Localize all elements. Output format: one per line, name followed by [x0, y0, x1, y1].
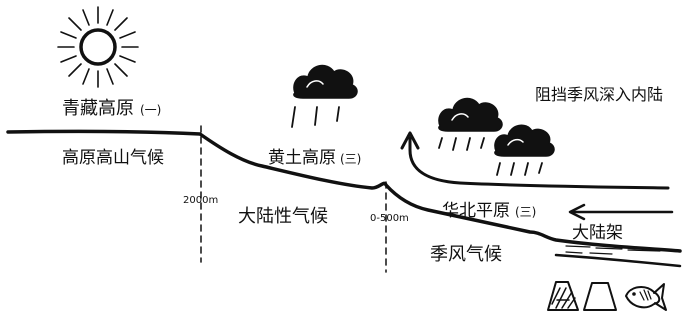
region-name-north-china: 华北平原 [442, 201, 510, 221]
climate-label-continental: 大陆性气候 [238, 206, 328, 227]
elevation-label-0-500m: 0-500m [370, 213, 409, 224]
elevation-label-2000m: 2000m [183, 195, 218, 206]
plain-trapezoid-icon [583, 282, 617, 311]
region-num-loess: (三) [340, 152, 361, 166]
region-num-north-china: (三) [515, 205, 536, 219]
rain-cloud-icon [494, 124, 555, 176]
sun-icon [57, 6, 139, 88]
continental-shelf-label: 大陆架 [572, 223, 623, 243]
climate-label-plateau: 高原高山气候 [62, 148, 164, 168]
monsoon-annotation: 阻挡季风深入内陆 [535, 85, 663, 104]
climate-label-monsoon: 季风气候 [430, 244, 502, 265]
coast-line [554, 253, 682, 268]
arrow-head [568, 203, 586, 221]
region-num-qinghai-tibet: (一) [140, 103, 161, 117]
arrow-head [400, 131, 420, 150]
rain-cloud-icon [438, 97, 503, 151]
mountain-trapezoid-icon [547, 281, 579, 311]
fish-icon [625, 283, 667, 311]
monsoon-blocked-arrow [408, 136, 670, 190]
region-name-qinghai-tibet: 青藏高原 [62, 98, 134, 119]
region-name-loess: 黄土高原 [268, 148, 336, 168]
rain-cloud-icon [291, 64, 358, 128]
sea-hatching [565, 245, 661, 255]
